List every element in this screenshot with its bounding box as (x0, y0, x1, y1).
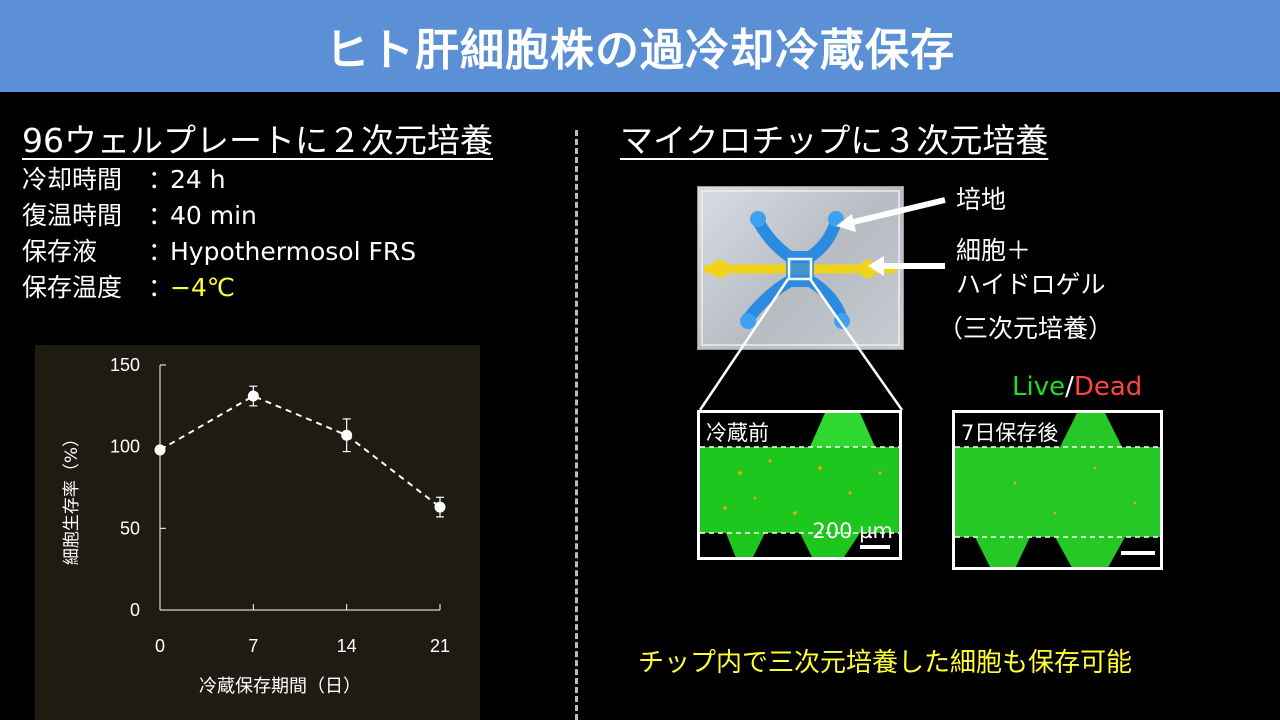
condition-value: Hypothermosol FRS (170, 237, 417, 266)
legend-live: Live (1012, 372, 1066, 402)
micrograph-before-image (700, 413, 899, 557)
condition-value: 40 min (170, 201, 257, 230)
viability-chart-svg: 0 50 100 150 0 7 14 21 冷蔵保存期間（日） 細胞生存率（%） (62, 355, 450, 697)
label-3d-culture: （三次元培養） (938, 314, 1114, 343)
y-tick-label: 100 (110, 437, 140, 457)
condition-temperature: 保存温度 ：−4℃ (22, 268, 235, 304)
label-cells-line2: ハイドロゲル (956, 270, 1106, 299)
condition-key: 保存温度 (22, 273, 123, 302)
micrograph-before-label: 冷蔵前 (706, 421, 769, 445)
micrograph-before: 冷蔵前 200 µm (697, 410, 902, 560)
condition-value-highlight: −4℃ (170, 273, 235, 302)
x-tick-label: 7 (248, 636, 258, 656)
left-section-heading: 96ウェルプレートに２次元培養 (22, 121, 493, 160)
legend-slash: / (1065, 372, 1074, 402)
y-axis-label: 細胞生存率（%） (62, 430, 82, 565)
condition-sep: ： (148, 237, 174, 266)
right-section-heading: マイクロチップに３次元培養 (620, 121, 1049, 160)
condition-sep: ： (148, 165, 174, 194)
condition-value: 24 h (170, 165, 226, 194)
condition-key: 復温時間 (22, 201, 123, 230)
data-point (341, 429, 353, 441)
data-point (434, 501, 446, 513)
x-tick-label: 21 (430, 636, 450, 656)
micrograph-after-label: 7日保存後 (961, 421, 1059, 445)
label-medium: 培地 (956, 185, 1007, 214)
condition-rewarming-time: 復温時間 ：40 min (22, 196, 257, 232)
condition-cooling-time: 冷却時間 ：24 h (22, 160, 226, 196)
scale-bar-before (860, 545, 890, 549)
x-tick-label: 0 (155, 636, 165, 656)
legend-dead: Dead (1073, 372, 1143, 402)
micrograph-after: 7日保存後 (952, 410, 1163, 570)
y-tick-label: 50 (120, 518, 140, 538)
label-cells-line1: 細胞＋ (956, 236, 1032, 265)
page-title: ヒト肝細胞株の過冷却冷蔵保存 (325, 25, 955, 76)
data-point (154, 444, 166, 456)
title-bar: ヒト肝細胞株の過冷却冷蔵保存 (0, 0, 1280, 92)
x-axis-label: 冷蔵保存期間（日） (199, 676, 361, 697)
microchip-photo (697, 186, 904, 350)
section-divider (575, 130, 578, 720)
condition-key: 保存液 (22, 237, 98, 266)
condition-sep: ： (148, 273, 174, 302)
live-dead-legend: Live/Dead (1012, 372, 1142, 402)
data-point (247, 390, 259, 402)
microchip-illustration (701, 190, 900, 346)
micrograph-after-image (955, 413, 1160, 567)
viability-chart: 0 50 100 150 0 7 14 21 冷蔵保存期間（日） 細胞生存率（%） (35, 345, 480, 720)
scale-bar-text: 200 µm (812, 519, 893, 543)
y-tick-label: 0 (130, 600, 140, 620)
series-line (159, 394, 441, 508)
x-tick-label: 14 (337, 636, 357, 656)
y-tick-label: 150 (110, 355, 140, 375)
condition-key: 冷却時間 (22, 165, 123, 194)
condition-sep: ： (148, 201, 174, 230)
scale-bar-after (1121, 551, 1155, 555)
conclusion-text: チップ内で三次元培養した細胞も保存可能 (638, 648, 1133, 678)
condition-solution: 保存液 ：Hypothermosol FRS (22, 232, 416, 268)
